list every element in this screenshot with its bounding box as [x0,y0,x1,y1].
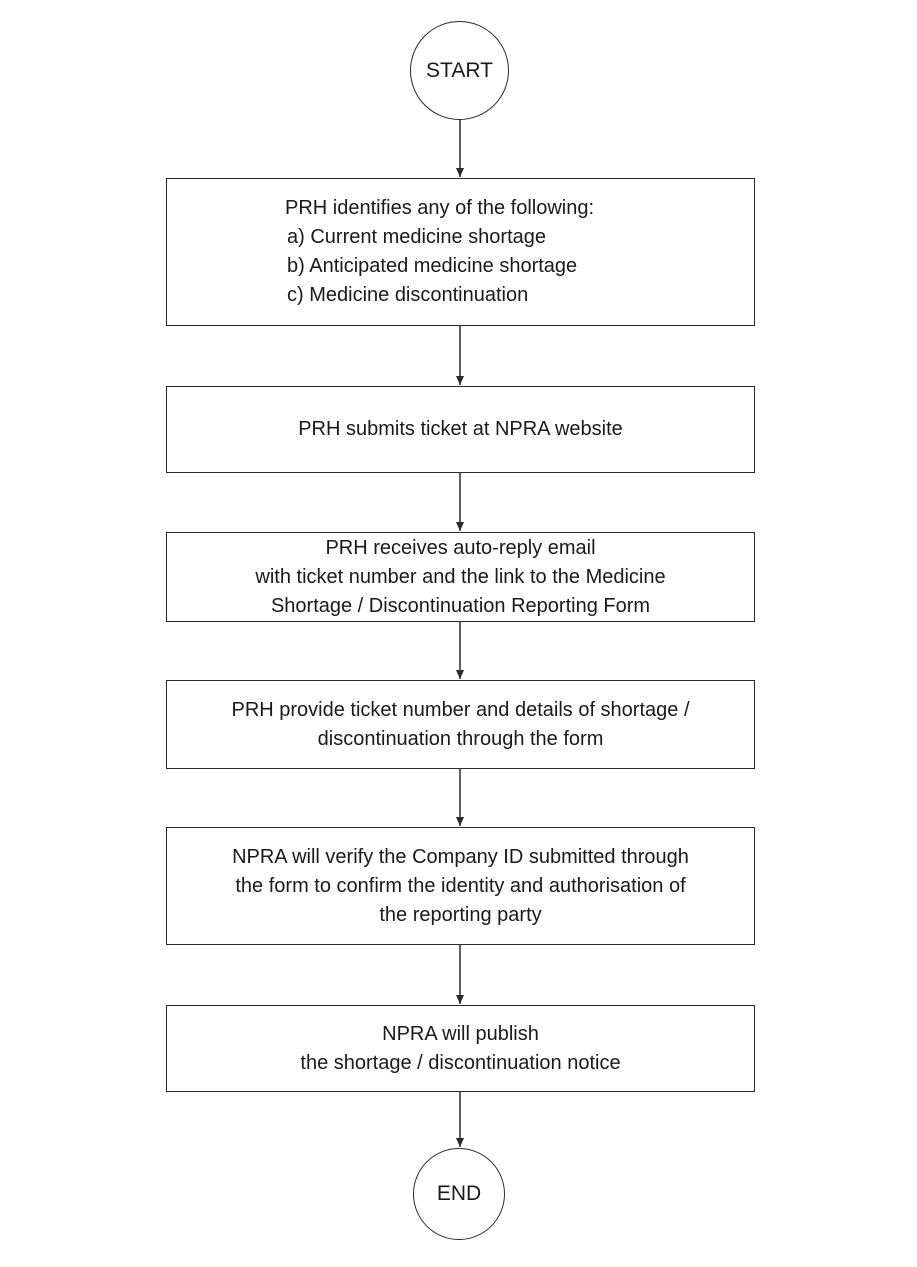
step-publish-notice: NPRA will publish the shortage / discont… [166,1005,755,1092]
step-3-line-1: PRH receives auto-reply email [325,536,596,559]
end-label: END [436,1182,482,1205]
step-submit-ticket: PRH submits ticket at NPRA website [166,386,755,473]
step-5-line-1: NPRA will verify the Company ID submitte… [232,845,689,868]
step-identify-shortage: PRH identifies any of the following: a) … [166,178,755,326]
step-verify-company-id: NPRA will verify the Company ID submitte… [166,827,755,945]
step-4-line-1: PRH provide ticket number and details of… [231,698,690,721]
step-provide-details: PRH provide ticket number and details of… [166,680,755,769]
step-5-line-3: the reporting party [379,903,542,926]
step-1-line-3: b) Anticipated medicine shortage [287,255,578,277]
step-5-line-2: the form to confirm the identity and aut… [235,874,686,897]
step-1-line-4: c) Medicine discontinuation [287,284,529,306]
start-label: START [426,58,493,82]
step-6-line-2: the shortage / discontinuation notice [300,1051,621,1074]
end-terminal: END [413,1148,505,1240]
start-terminal: START [410,21,509,120]
step-receive-auto-reply: PRH receives auto-reply email with ticke… [166,532,755,622]
step-4-line-2: discontinuation through the form [317,727,604,750]
step-3-line-2: with ticket number and the link to the M… [255,565,666,588]
step-6-line-1: NPRA will publish [382,1022,539,1045]
step-3-line-3: Shortage / Discontinuation Reporting For… [270,594,651,617]
step-1-line-1: PRH identifies any of the following: [285,197,595,219]
step-2-line-1: PRH submits ticket at NPRA website [298,418,623,440]
step-1-line-2: a) Current medicine shortage [287,226,547,248]
